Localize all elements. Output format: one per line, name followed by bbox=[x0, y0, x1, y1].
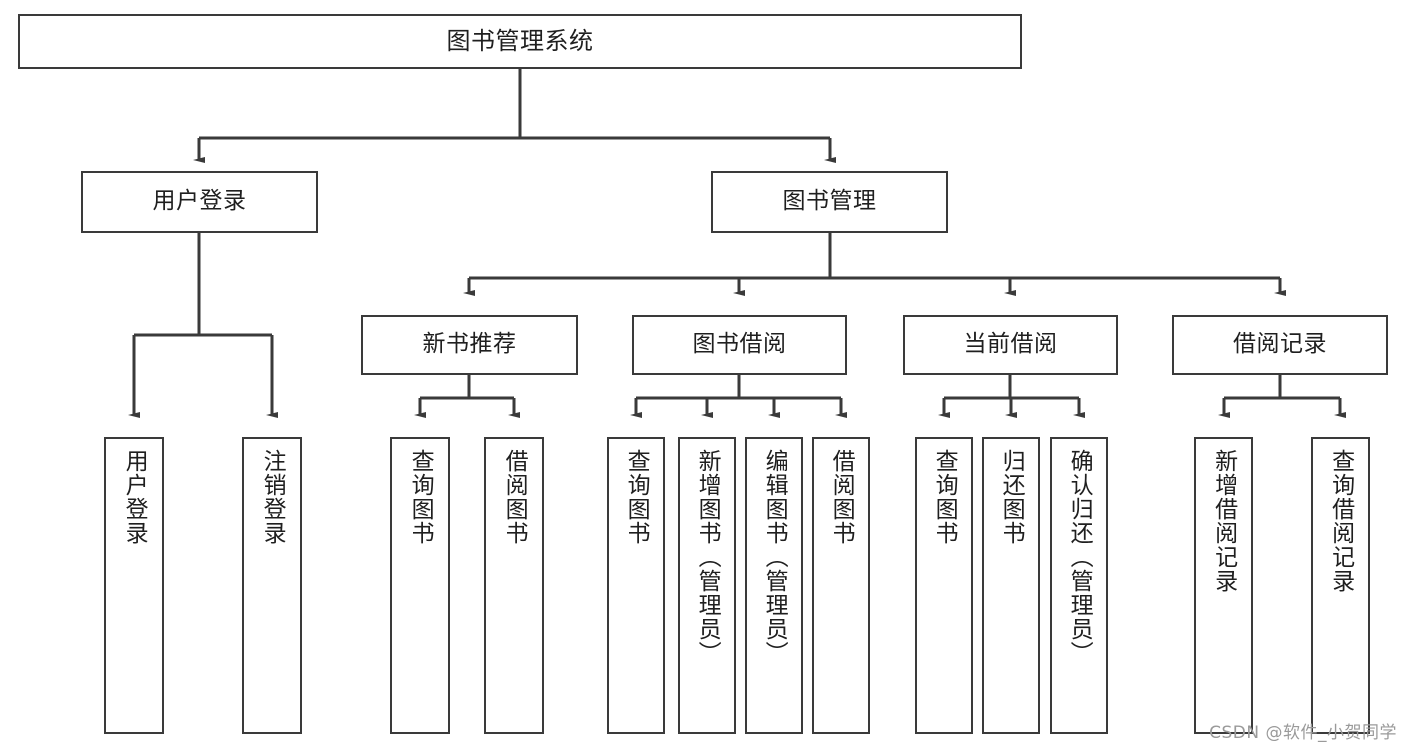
node-root-label: 图书管理系统 bbox=[446, 27, 594, 56]
node-leaf-query-record[interactable]: 查询借阅记录 bbox=[1311, 437, 1370, 734]
node-leaf-return-book-label: 归还图书 bbox=[998, 449, 1025, 545]
node-leaf-query-book-3[interactable]: 查询图书 bbox=[915, 437, 973, 734]
node-leaf-add-record[interactable]: 新增借阅记录 bbox=[1194, 437, 1253, 734]
node-book-borrow[interactable]: 图书借阅 bbox=[632, 315, 847, 375]
node-leaf-edit-book-label: 编辑图书（管理员） bbox=[761, 449, 788, 665]
node-borrow-record-label: 借阅记录 bbox=[1233, 331, 1327, 358]
node-book-management-label: 图书管理 bbox=[782, 188, 877, 215]
node-leaf-confirm-return-label: 确认归还（管理员） bbox=[1066, 449, 1093, 665]
node-new-book-recommend-label: 新书推荐 bbox=[422, 331, 517, 358]
node-current-borrow[interactable]: 当前借阅 bbox=[903, 315, 1118, 375]
node-book-management[interactable]: 图书管理 bbox=[711, 171, 948, 233]
node-leaf-add-book-label: 新增图书（管理员） bbox=[694, 449, 721, 665]
node-leaf-borrow-book-1-label: 借阅图书 bbox=[501, 449, 528, 545]
node-leaf-user-login-label: 用户登录 bbox=[121, 449, 148, 545]
csdn-watermark: CSDN @软件_小贺同学 bbox=[1209, 723, 1397, 743]
node-leaf-logout[interactable]: 注销登录 bbox=[242, 437, 302, 734]
node-leaf-confirm-return[interactable]: 确认归还（管理员） bbox=[1050, 437, 1108, 734]
node-leaf-add-book[interactable]: 新增图书（管理员） bbox=[678, 437, 736, 734]
node-leaf-return-book[interactable]: 归还图书 bbox=[982, 437, 1040, 734]
node-borrow-record[interactable]: 借阅记录 bbox=[1172, 315, 1388, 375]
node-leaf-borrow-book-1[interactable]: 借阅图书 bbox=[484, 437, 544, 734]
node-leaf-logout-label: 注销登录 bbox=[259, 449, 286, 545]
node-user-login[interactable]: 用户登录 bbox=[81, 171, 318, 233]
node-leaf-borrow-book-2[interactable]: 借阅图书 bbox=[812, 437, 870, 734]
node-user-login-label: 用户登录 bbox=[152, 188, 247, 215]
node-leaf-edit-book[interactable]: 编辑图书（管理员） bbox=[745, 437, 803, 734]
node-leaf-add-record-label: 新增借阅记录 bbox=[1210, 449, 1237, 593]
node-new-book-recommend[interactable]: 新书推荐 bbox=[361, 315, 578, 375]
node-book-borrow-label: 图书借阅 bbox=[692, 331, 787, 358]
node-leaf-user-login[interactable]: 用户登录 bbox=[104, 437, 164, 734]
node-current-borrow-label: 当前借阅 bbox=[963, 331, 1058, 358]
node-root[interactable]: 图书管理系统 bbox=[18, 14, 1022, 69]
node-leaf-query-book-1[interactable]: 查询图书 bbox=[390, 437, 450, 734]
node-leaf-query-book-1-label: 查询图书 bbox=[407, 449, 434, 545]
node-leaf-query-record-label: 查询借阅记录 bbox=[1327, 449, 1354, 593]
node-leaf-query-book-3-label: 查询图书 bbox=[931, 449, 958, 545]
node-leaf-borrow-book-2-label: 借阅图书 bbox=[828, 449, 855, 545]
node-leaf-query-book-2-label: 查询图书 bbox=[623, 449, 650, 545]
node-leaf-query-book-2[interactable]: 查询图书 bbox=[607, 437, 665, 734]
